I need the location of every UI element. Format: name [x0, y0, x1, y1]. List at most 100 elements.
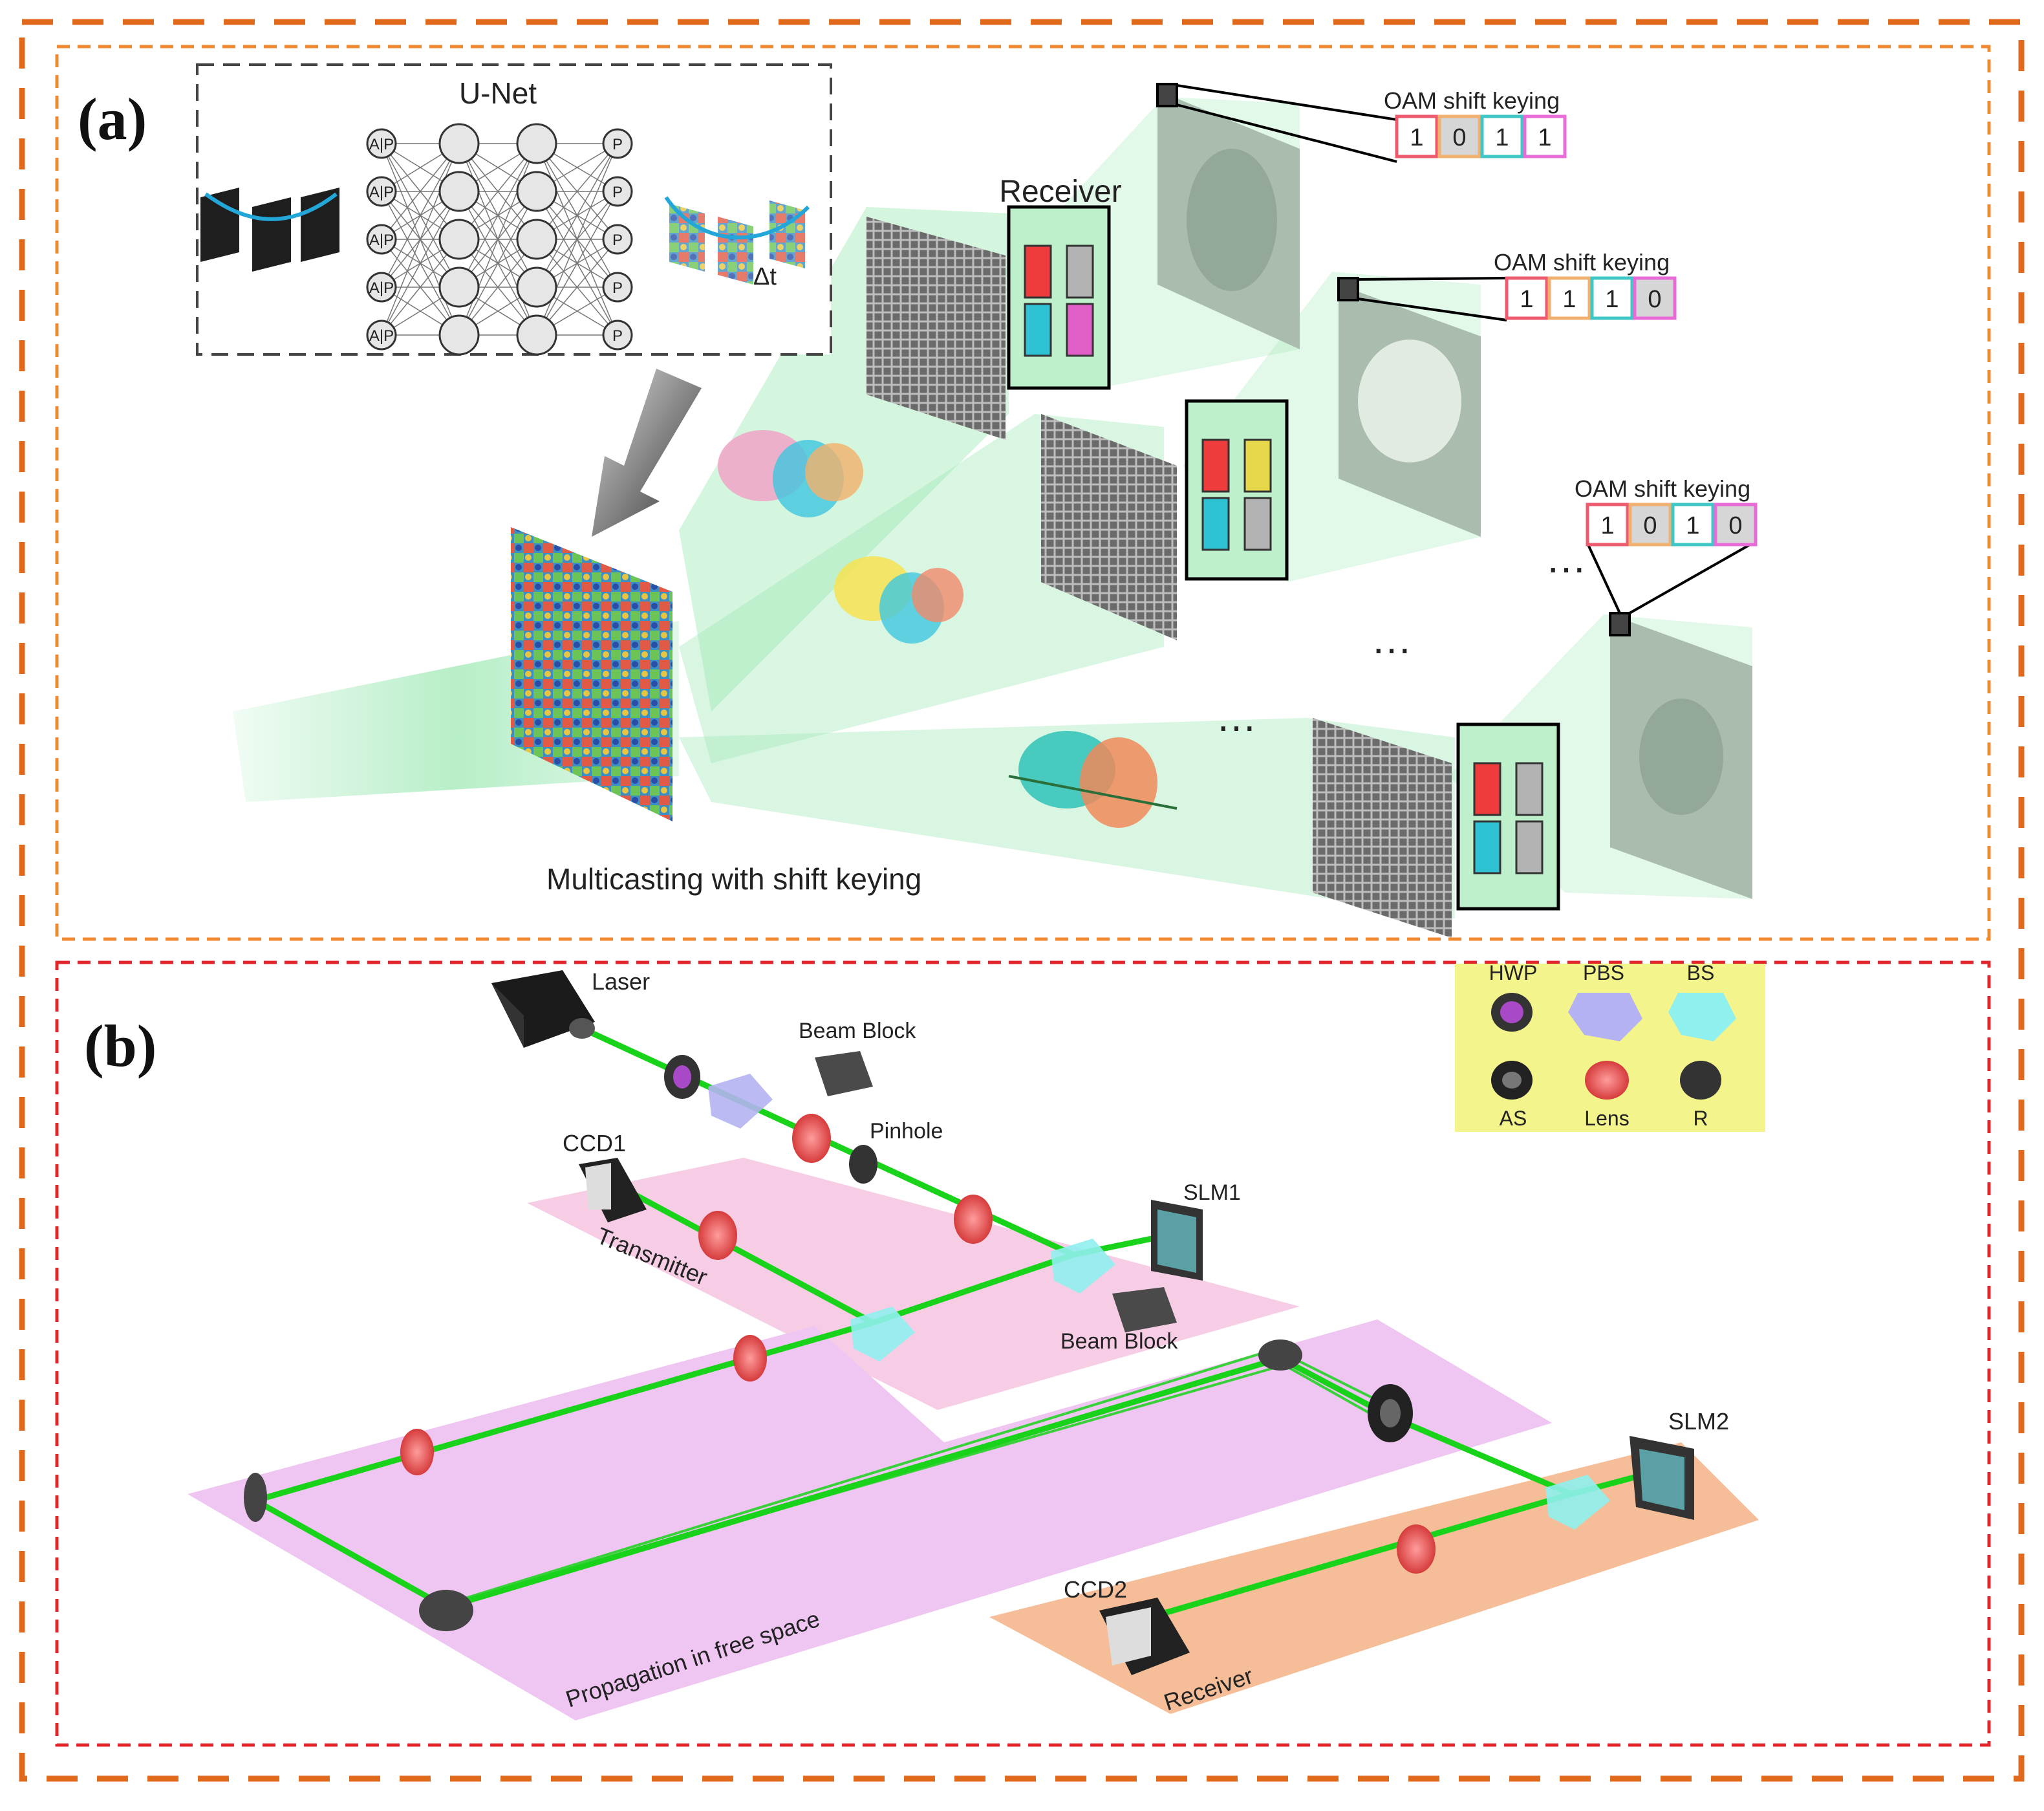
lens-4 [733, 1335, 767, 1382]
frame-a [55, 45, 1991, 941]
legend-lens-label: Lens [1584, 1107, 1629, 1130]
oam-bit-value: 1 [1605, 286, 1619, 313]
ccd1-label: CCD1 [563, 1130, 626, 1156]
unet-node-ap-label: A|P [369, 184, 394, 201]
outer-border [19, 19, 2025, 1782]
receiver-board-1 [1007, 205, 1111, 390]
unet-node: P [602, 128, 633, 159]
beam-block-1 [815, 1051, 873, 1096]
oam-bit-box [1395, 114, 1439, 158]
unet-edge [536, 143, 618, 288]
unet-title: U-Net [459, 76, 537, 110]
unet-node-p-label: P [612, 232, 623, 249]
slm1-label: SLM1 [1183, 1180, 1241, 1205]
frame-b [55, 960, 1991, 1747]
unet-node-p-label: P [612, 136, 623, 153]
pinhole [849, 1145, 877, 1184]
ellipsis-3: … [1545, 535, 1587, 581]
ccd2-label: CCD2 [1064, 1576, 1127, 1603]
oam-bit-box [1714, 503, 1758, 547]
zoom-pointers [1156, 83, 1753, 636]
free-space-region [188, 1319, 1552, 1720]
unet-edge [381, 143, 460, 288]
ellipsis-2: … [1371, 616, 1412, 662]
receiver-board-3 [1456, 722, 1560, 911]
grid-plane-2 [1041, 414, 1177, 640]
unet-node-p-label: P [612, 327, 623, 345]
beam-block-2-label: Beam Block [1060, 1329, 1178, 1354]
unet-node: P [602, 272, 633, 303]
oam-bit-value: 0 [1643, 512, 1657, 539]
unet-node: A|P [366, 272, 397, 303]
receiver-board-2 [1185, 399, 1289, 581]
legend-r-label: R [1693, 1107, 1708, 1130]
lens-2 [954, 1195, 993, 1244]
oam-bit-value: 1 [1495, 124, 1509, 151]
unet-node [438, 266, 480, 308]
oam-bit-value: 0 [1648, 286, 1661, 313]
unet-edge [458, 143, 537, 288]
oam-bit-value: 1 [1562, 286, 1576, 313]
unet-node-p-label: P [612, 279, 623, 297]
receiver-label: Receiver [999, 175, 1121, 209]
unet-node: P [602, 176, 633, 207]
legend-hwp-label: HWP [1489, 961, 1538, 984]
unet-node [516, 171, 557, 212]
lens-5 [400, 1429, 434, 1475]
mirror-1 [244, 1473, 267, 1522]
unet-node-ap-label: A|P [369, 232, 394, 249]
unet-edge [381, 143, 460, 336]
pinhole-label: Pinhole [870, 1119, 943, 1144]
panel-label-a: (a) [78, 86, 147, 152]
legend-as-label: AS [1500, 1107, 1527, 1130]
unet-node [438, 171, 480, 212]
oam-bit-value: 1 [1520, 286, 1533, 313]
unet-node [516, 314, 557, 356]
unet-node: A|P [366, 176, 397, 207]
oam-bit-value: 1 [1686, 512, 1699, 539]
oam-bit-value: 1 [1538, 124, 1551, 151]
oam-keying-title: OAM shift keying [1575, 475, 1750, 502]
unet-edge [458, 239, 537, 336]
oam-bit-box [1633, 276, 1677, 320]
oam-beam-1 [718, 430, 863, 517]
laser [491, 970, 595, 1048]
unet-node [438, 123, 480, 164]
oam-bit-value: 1 [1600, 512, 1614, 539]
oam-bit-box [1671, 503, 1715, 547]
oam-bit-box [1437, 114, 1481, 158]
legend-pbs-label: PBS [1583, 961, 1624, 984]
unet-node-p-label: P [612, 184, 623, 201]
panel-label-b: (b) [84, 1013, 156, 1079]
oam-bit-value: 0 [1452, 124, 1466, 151]
oam-beam-3 [1008, 731, 1178, 828]
output-stack: Δt [664, 196, 810, 290]
unet-node [516, 266, 557, 308]
unet-node [516, 219, 557, 260]
unet-edge [381, 143, 460, 240]
unet-node-ap-label: A|P [369, 136, 394, 153]
unet-node [516, 123, 557, 164]
slm2-label: SLM2 [1668, 1408, 1729, 1435]
unet-node [438, 219, 480, 260]
oam-bit-box [1586, 503, 1630, 547]
unet-edge [458, 143, 537, 240]
grid-plane-1 [866, 217, 1006, 440]
unet-edge [536, 143, 618, 336]
bs-1 [1051, 1239, 1115, 1294]
component-legend: HWP PBS BS AS Lens R [1455, 961, 1765, 1132]
lens-1 [792, 1114, 831, 1163]
grid-plane-3 [1313, 718, 1452, 938]
unet-edge [536, 143, 618, 240]
unet-edge [458, 143, 537, 336]
oam-bit-box [1628, 503, 1672, 547]
unet-edge [381, 191, 460, 336]
lens-6 [1397, 1524, 1436, 1574]
oam-bit-box [1505, 276, 1549, 320]
ccd2 [1099, 1598, 1190, 1675]
delta-t-label: Δt [753, 263, 777, 290]
